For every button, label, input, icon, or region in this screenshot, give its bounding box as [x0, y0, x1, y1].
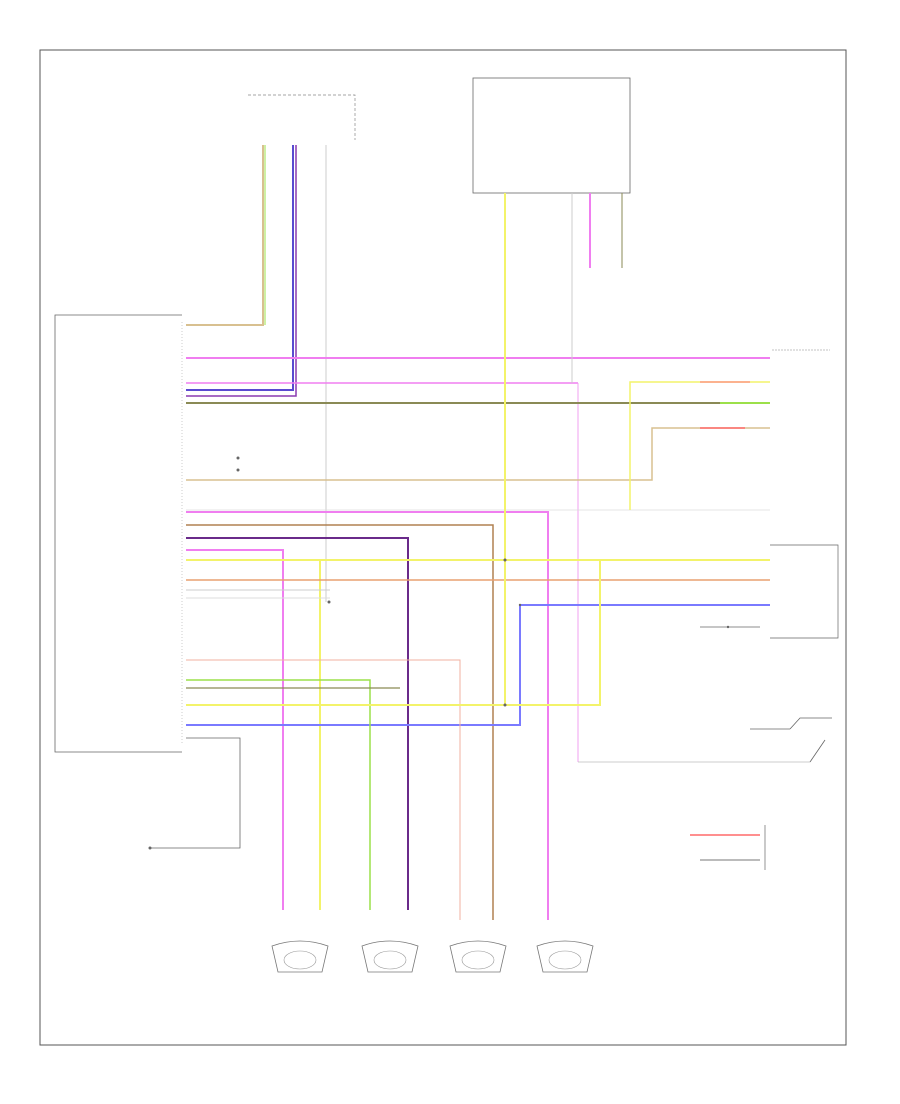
- wire-salmon-sensor: [186, 659, 461, 920]
- wire-pink-sensor-2: [186, 549, 284, 910]
- wire-tan-feed: [186, 145, 264, 326]
- park-sensor-1: [271, 940, 329, 973]
- sensor-group: [271, 940, 594, 973]
- park-sensor-4: [536, 940, 594, 973]
- wire-yellow-right: [629, 381, 770, 510]
- park-sensor-2: [361, 940, 419, 973]
- diagram-border: [39, 49, 847, 1046]
- fuse-box: [472, 77, 631, 194]
- switch-arm: [809, 739, 826, 763]
- wire-ground: [150, 737, 241, 849]
- wire-brown-sensor: [186, 524, 494, 920]
- control-module-box: [54, 314, 182, 753]
- connector-dots: [148, 456, 730, 850]
- wire-tan-signal: [186, 427, 770, 481]
- switch-contact: [789, 717, 832, 730]
- wire-green-sensor: [186, 679, 371, 910]
- wire-blue-signal: [186, 604, 770, 726]
- engine-fuse-box: [248, 94, 356, 140]
- wire-violet-sensor: [186, 537, 409, 910]
- right-module-box: [770, 544, 839, 639]
- wire-blue-feed: [186, 145, 294, 391]
- park-sensor-3: [449, 940, 507, 973]
- wire-yellow-2: [186, 560, 601, 706]
- wire-pink-sensor: [186, 511, 549, 920]
- wire-violet-feed: [186, 145, 297, 397]
